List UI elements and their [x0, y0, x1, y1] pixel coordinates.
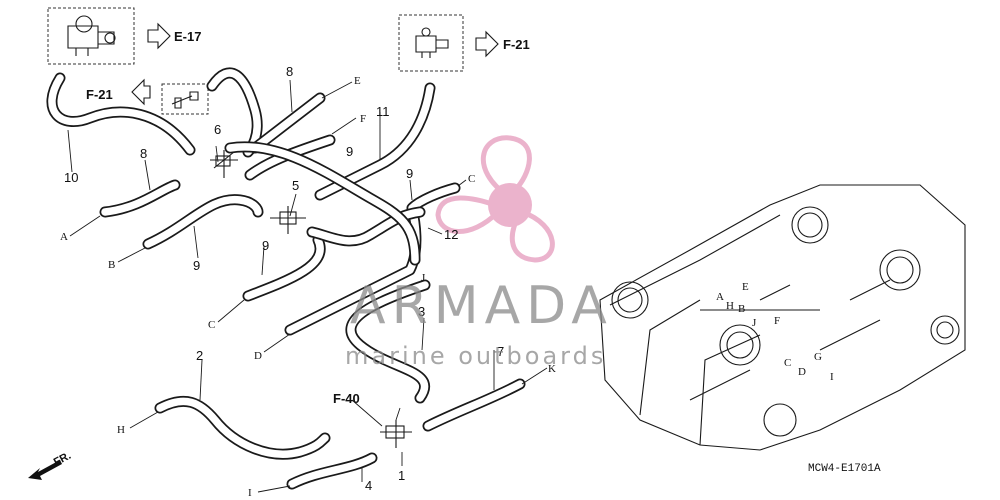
part-number-2: 2 — [196, 348, 203, 363]
joint-6 — [210, 150, 238, 178]
arrow-to-f21-top-icon — [475, 30, 499, 58]
leader-lines — [67, 79, 548, 493]
diagram-code: MCW4-E1701A — [808, 463, 881, 475]
engine-letter-d: D — [798, 366, 806, 378]
hose-long-loop — [224, 141, 421, 266]
hose-4 — [286, 452, 378, 490]
hose-9-a — [142, 194, 264, 250]
part-number-10: 10 — [64, 170, 78, 185]
watermark-propeller-icon — [435, 135, 555, 263]
hose-10 — [46, 72, 196, 156]
engine-letter-e: E — [742, 281, 749, 293]
hose-8-top — [206, 67, 326, 158]
engine-block — [599, 184, 966, 451]
engine-letter-j: J — [752, 317, 757, 329]
part-number-7: 7 — [497, 344, 504, 359]
watermark-tagline: marine outboards — [345, 342, 606, 370]
engine-letter-f: F — [774, 315, 780, 327]
ref-label-e17: E-17 — [174, 29, 201, 44]
letter-a: A — [60, 231, 68, 243]
part-number-8-mid: 8 — [140, 146, 147, 161]
hose-7 — [422, 378, 526, 432]
engine-letter-g: G — [814, 351, 822, 363]
component-box-e17 — [47, 7, 135, 65]
hose-8-mid — [99, 179, 181, 218]
letter-h: H — [117, 424, 125, 436]
hose-2 — [154, 395, 331, 460]
part-number-8-top: 8 — [286, 64, 293, 79]
ref-label-f40: F-40 — [333, 391, 360, 406]
part-number-9-a: 9 — [346, 144, 353, 159]
engine-letter-c: C — [784, 357, 791, 369]
hose-3 — [345, 279, 431, 404]
engine-letter-a: A — [716, 291, 724, 303]
part-number-1: 1 — [398, 468, 405, 483]
front-direction-label: FR. — [52, 450, 73, 469]
part-number-3: 3 — [418, 304, 425, 319]
front-direction-arrow-icon — [28, 460, 62, 480]
ref-label-f21-left: F-21 — [86, 87, 113, 102]
letter-j: J — [421, 272, 426, 284]
part-number-11: 11 — [376, 104, 390, 119]
joint-1 — [380, 420, 412, 448]
component-box-f21 — [398, 14, 464, 72]
letter-b: B — [108, 259, 115, 271]
letter-e: E — [354, 75, 361, 87]
watermark-brand: ARMADA — [350, 276, 613, 336]
letter-f: F — [360, 113, 366, 125]
small-valve-component — [161, 83, 209, 115]
letter-c-lower: C — [208, 319, 215, 331]
letter-d: D — [254, 350, 262, 362]
arrow-to-f21-left-icon — [131, 78, 151, 106]
part-number-4: 4 — [365, 478, 372, 493]
part-number-9-b: 9 — [193, 258, 200, 273]
letter-c-upper: C — [468, 173, 475, 185]
part-number-5: 5 — [292, 178, 299, 193]
letter-i: I — [248, 487, 252, 499]
hose-11 — [314, 82, 436, 201]
engine-letter-i: I — [830, 371, 834, 383]
hose-9-b — [242, 234, 326, 302]
letter-k: K — [548, 363, 556, 375]
engine-letter-b: B — [738, 303, 745, 315]
part-number-12: 12 — [444, 227, 458, 242]
part-number-6: 6 — [214, 122, 221, 137]
joint-5 — [270, 206, 306, 234]
part-number-9-d: 9 — [406, 166, 413, 181]
part-number-9-c: 9 — [262, 238, 269, 253]
arrow-to-e17-icon — [147, 22, 171, 50]
ref-label-f21-top: F-21 — [503, 37, 530, 52]
engine-letter-h: H — [726, 300, 734, 312]
